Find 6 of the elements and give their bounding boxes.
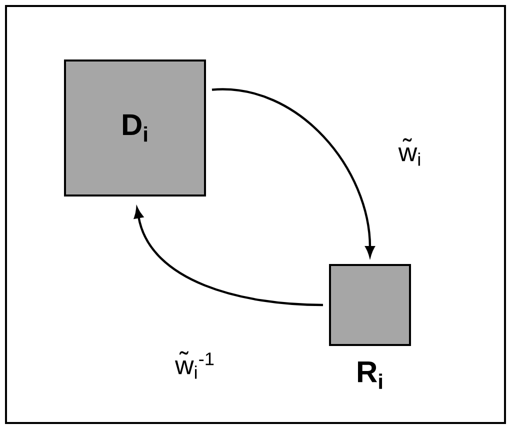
arrow — [212, 88, 375, 257]
box-label: R$_{i}$ — [358, 362, 382, 389]
arrow — [134, 208, 324, 306]
process-box: D$_{i}$ — [64, 60, 206, 196]
edge-label: w̃$_{i}$ — [397, 137, 423, 167]
edge-label: w̃$_{i}$-1 — [174, 350, 216, 380]
